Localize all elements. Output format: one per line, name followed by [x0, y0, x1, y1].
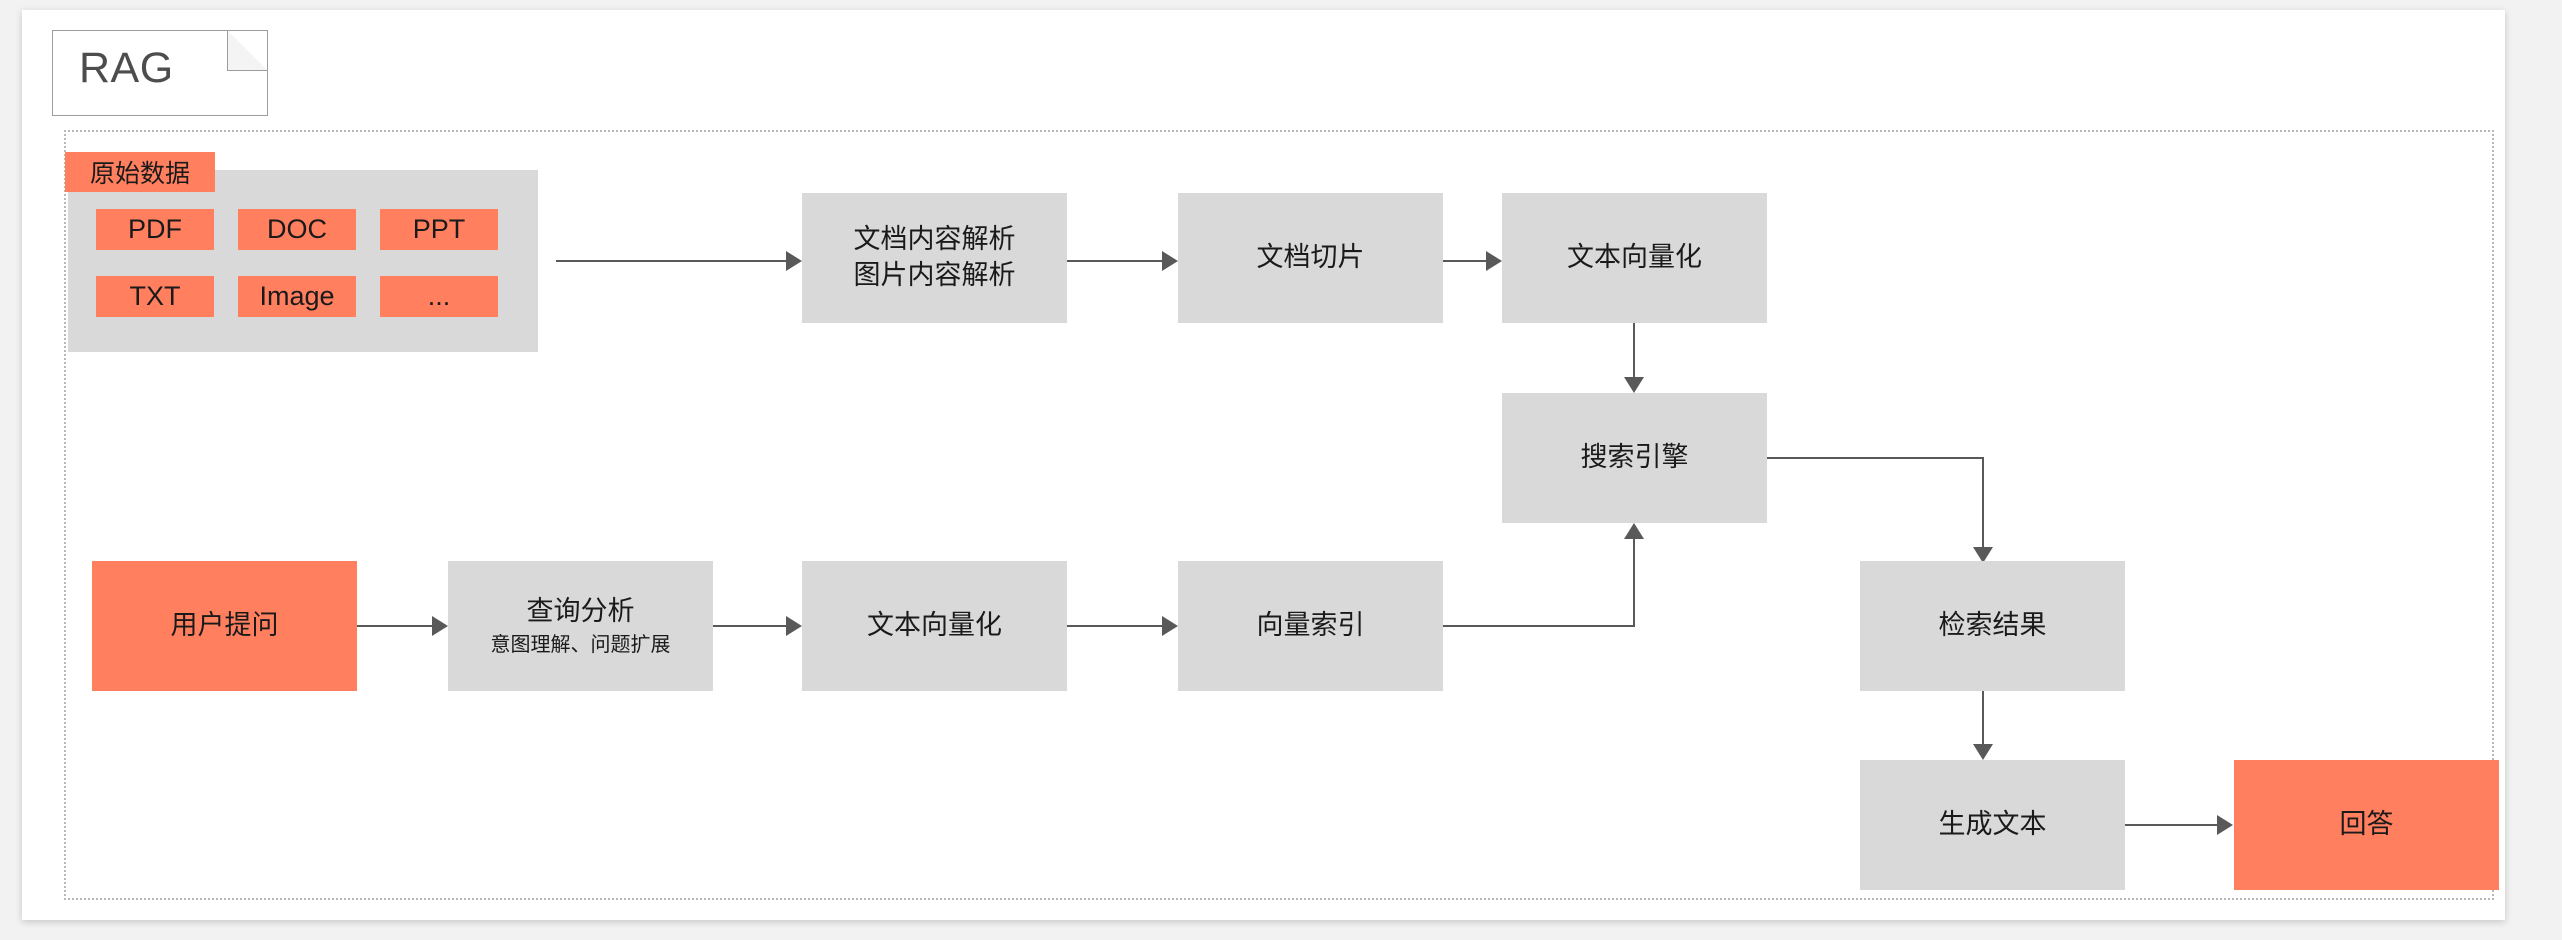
node-label: 回答 — [2339, 809, 2394, 840]
edge-embed-to-index — [1067, 625, 1162, 627]
node-retrieval-result: 检索结果 — [1860, 561, 2125, 691]
edge-result-to-generate — [1982, 691, 1984, 744]
note-fold-corner — [227, 30, 268, 71]
edge-analysis-to-embed — [713, 625, 786, 627]
edge-parse-to-chunk — [1067, 260, 1162, 262]
rag-note: RAG — [52, 30, 268, 116]
node-text-embedding-query: 文本向量化 — [802, 561, 1067, 691]
node-label: 搜索引擎 — [1580, 442, 1689, 473]
node-label: 检索结果 — [1938, 610, 2047, 641]
node-query-analysis: 查询分析 意图理解、问题扩展 — [448, 561, 713, 691]
node-answer: 回答 — [2234, 760, 2499, 890]
node-document-parse: 文档内容解析 图片内容解析 — [802, 193, 1067, 323]
node-label: 用户提问 — [170, 610, 279, 641]
edge-search-to-result-h — [1767, 457, 1984, 459]
edge-user-to-analysis — [357, 625, 432, 627]
node-vector-index: 向量索引 — [1178, 561, 1443, 691]
arrowhead-chunk-to-embed — [1486, 251, 1502, 271]
arrowhead-embed-to-search — [1624, 377, 1644, 393]
arrowhead-index-to-search — [1624, 523, 1644, 539]
chip-txt: TXT — [96, 276, 214, 317]
edge-chunk-to-embed — [1443, 260, 1486, 262]
chip-doc: DOC — [238, 209, 356, 250]
edge-embed-to-search — [1633, 323, 1635, 377]
arrowhead-result-to-generate — [1973, 744, 1993, 760]
source-data-group — [68, 170, 538, 352]
edge-search-to-result-v — [1982, 457, 1984, 547]
node-label: 向量索引 — [1256, 610, 1365, 641]
chip-more: ... — [380, 276, 498, 317]
edge-index-to-search-v — [1633, 539, 1635, 627]
node-text-embedding-doc: 文本向量化 — [1502, 193, 1767, 323]
edge-index-to-search-h — [1443, 625, 1635, 627]
edge-generate-to-answer — [2125, 824, 2217, 826]
arrowhead-embed-to-index — [1162, 616, 1178, 636]
chip-ppt: PPT — [380, 209, 498, 250]
arrowhead-user-to-analysis — [432, 616, 448, 636]
arrowhead-analysis-to-embed — [786, 616, 802, 636]
node-label: 文档内容解析 图片内容解析 — [853, 224, 1016, 290]
node-document-chunk: 文档切片 — [1178, 193, 1443, 323]
arrowhead-generate-to-answer — [2217, 815, 2233, 835]
chip-image: Image — [238, 276, 356, 317]
node-search-engine: 搜索引擎 — [1502, 393, 1767, 523]
diagram-page: RAG 原始数据 PDF DOC PPT TXT Image ... 文档内容解… — [22, 10, 2505, 920]
diagram-boundary — [64, 130, 2494, 900]
node-sublabel: 意图理解、问题扩展 — [490, 633, 671, 656]
source-data-tag: 原始数据 — [65, 152, 215, 192]
arrowhead-parse-to-chunk — [1162, 251, 1178, 271]
arrowhead-search-to-result — [1973, 547, 1993, 563]
node-generate-text: 生成文本 — [1860, 760, 2125, 890]
node-label: 查询分析 — [526, 596, 635, 627]
node-label: 文档切片 — [1256, 242, 1365, 273]
node-label: 文本向量化 — [867, 610, 1002, 641]
node-label: 文本向量化 — [1567, 242, 1702, 273]
arrowhead-source-to-parse — [786, 251, 802, 271]
node-label: 生成文本 — [1938, 809, 2047, 840]
edge-source-to-parse — [556, 260, 786, 262]
chip-pdf: PDF — [96, 209, 214, 250]
node-user-query: 用户提问 — [92, 561, 357, 691]
diagram-title: RAG — [79, 44, 174, 92]
